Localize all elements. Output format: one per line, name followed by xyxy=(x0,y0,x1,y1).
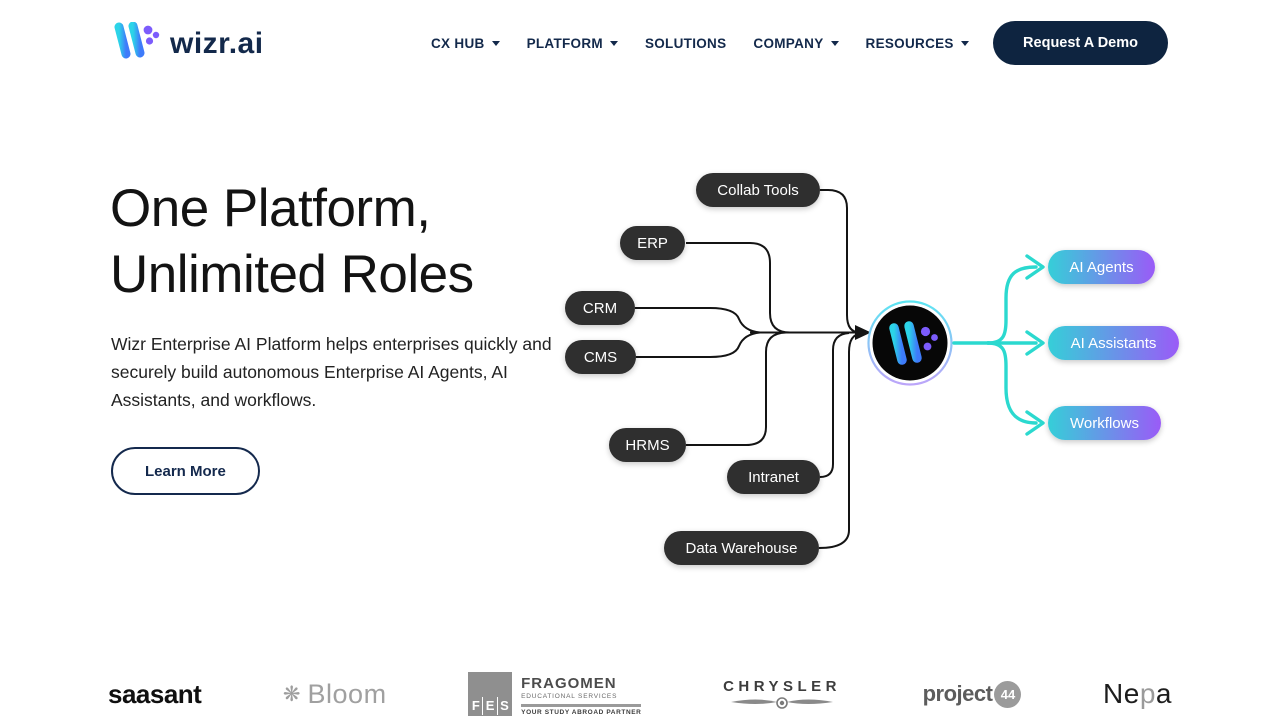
page-title-line2: Unlimited Roles xyxy=(110,245,474,304)
nav-item-resources[interactable]: RESOURCES xyxy=(866,36,969,51)
wizr-logo[interactable]: wizr.ai xyxy=(110,21,264,65)
source-node-hrms: HRMS xyxy=(609,428,686,462)
request-demo-button[interactable]: Request A Demo xyxy=(993,21,1168,65)
chrysler-logo: CHRYSLER xyxy=(723,678,841,711)
hero-description: Wizr Enterprise AI Platform helps enterp… xyxy=(111,334,552,410)
chrysler-wings-icon xyxy=(731,696,834,709)
chevron-down-icon xyxy=(609,40,618,46)
source-node-intranet: Intranet xyxy=(727,460,820,494)
page-title-line1: One Platform, xyxy=(110,179,431,238)
nav-item-solutions[interactable]: SOLUTIONS xyxy=(644,35,727,51)
chevron-down-icon xyxy=(830,40,839,46)
output-node-ai-assistants: AI Assistants xyxy=(1048,326,1179,360)
bloom-flower-icon: ❋ xyxy=(282,682,301,706)
fes-mark: F E S xyxy=(468,672,513,716)
nav-item-platform[interactable]: PLATFORM xyxy=(527,36,618,51)
source-node-data-warehouse: Data Warehouse xyxy=(664,531,819,565)
page-title: One Platform, Unlimited Roles xyxy=(110,176,474,308)
main-nav: CX HUB PLATFORM SOLUTIONS COMPANY RESOUR… xyxy=(431,0,969,86)
source-node-collab-tools: Collab Tools xyxy=(696,173,820,207)
project44-badge: 44 xyxy=(994,680,1022,708)
wizr-logo-text: wizr.ai xyxy=(170,26,264,60)
output-node-workflows: Workflows xyxy=(1048,406,1161,440)
nav-item-company[interactable]: COMPANY xyxy=(753,36,839,51)
chevron-down-icon xyxy=(960,40,969,46)
saasant-logo: saasant xyxy=(108,678,202,709)
learn-more-button[interactable]: Learn More xyxy=(111,447,260,495)
customer-logo-strip: saasant ❋ Bloom F E S FRAGOMEN EDUCATION… xyxy=(0,668,1280,720)
fragomen-logo: F E S FRAGOMEN EDUCATIONAL SERVICES YOUR… xyxy=(468,672,642,716)
wizr-center-icon xyxy=(889,321,938,365)
source-node-erp: ERP xyxy=(620,226,685,260)
header: wizr.ai CX HUB PLATFORM SOLUTIONS COMPAN… xyxy=(0,0,1280,86)
source-node-crm: CRM xyxy=(565,291,635,325)
bloom-logo: ❋ Bloom xyxy=(282,678,387,709)
wizr-logo-icon xyxy=(110,21,162,65)
source-node-cms: CMS xyxy=(565,340,636,374)
nav-item-cx-hub[interactable]: CX HUB xyxy=(431,36,500,51)
output-node-ai-agents: AI Agents xyxy=(1048,250,1155,284)
project44-logo: project 44 xyxy=(923,680,1022,708)
chevron-down-icon xyxy=(491,40,500,46)
